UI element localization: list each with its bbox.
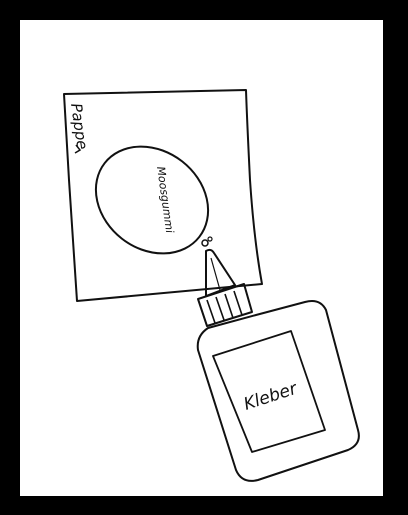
glue-drop — [208, 237, 212, 241]
glue-label: Kleber — [241, 379, 300, 415]
foam-rubber-label: Moosgummi — [154, 166, 176, 234]
glue-drop — [202, 240, 208, 246]
glue-nozzle-line — [211, 258, 220, 290]
cardboard-label: Pappe — [67, 102, 91, 151]
